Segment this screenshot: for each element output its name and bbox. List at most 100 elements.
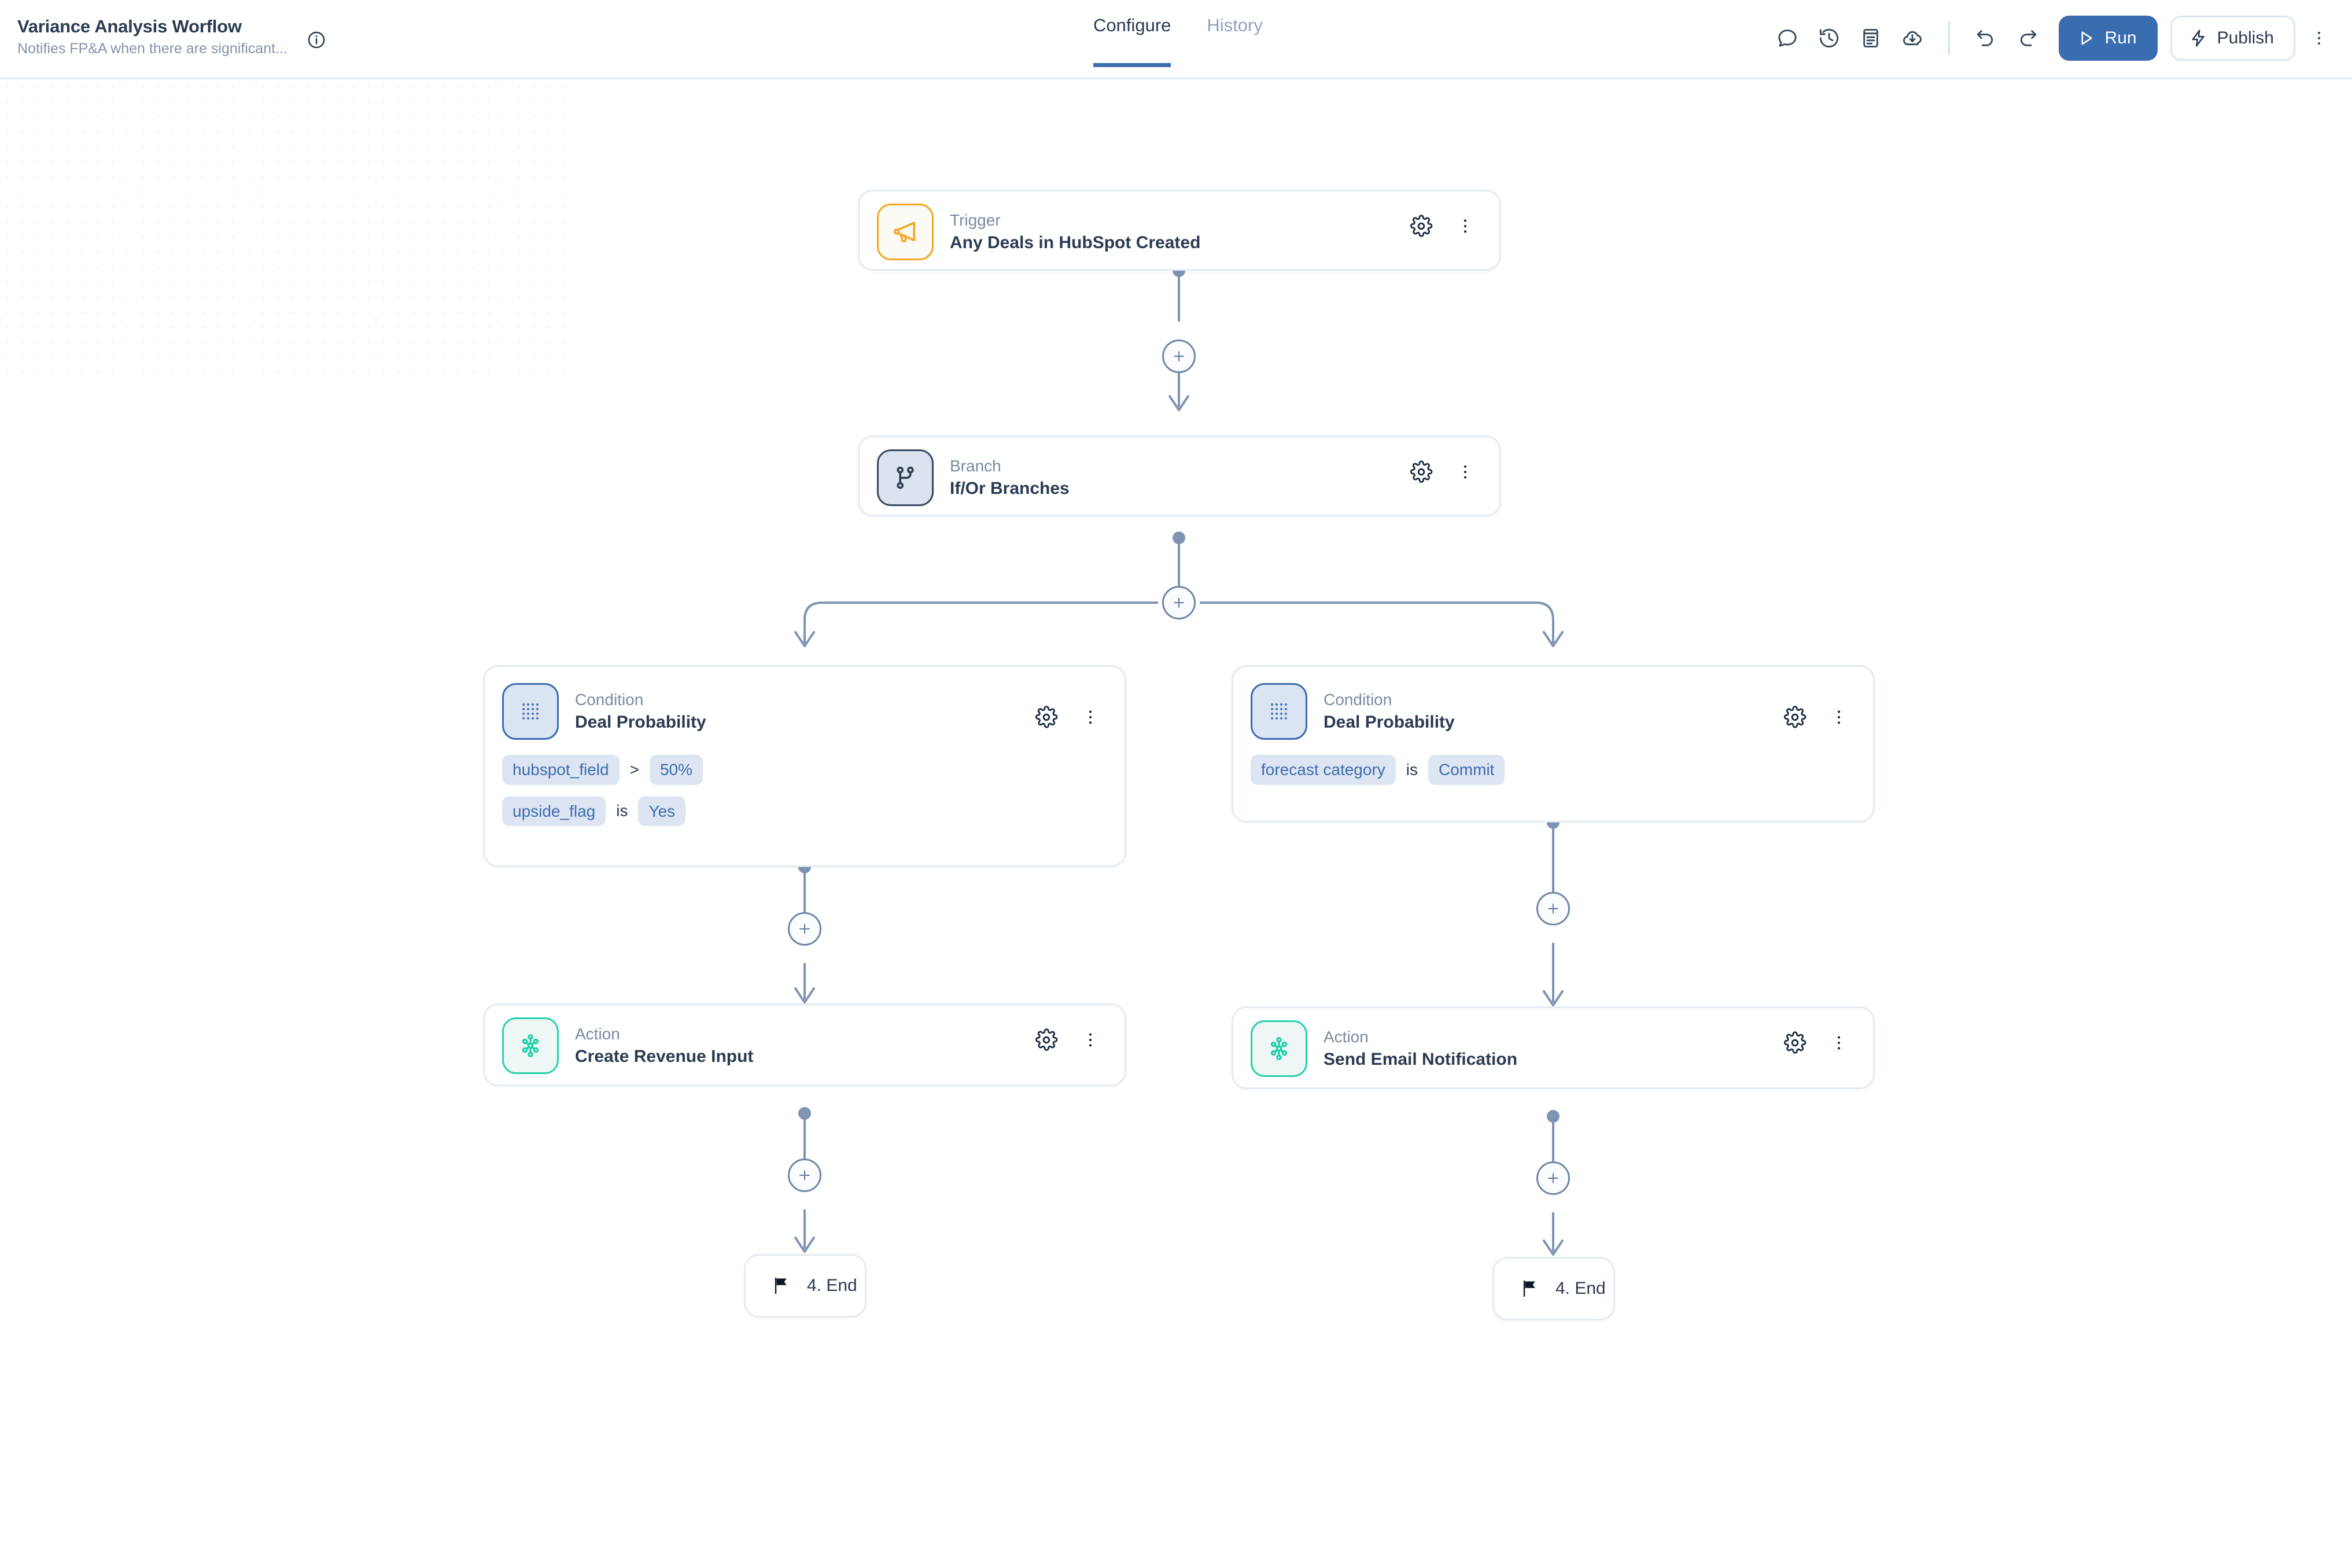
node-end-left[interactable]: 4. End	[744, 1254, 867, 1318]
condition-rule: hubspot_field > 50%	[502, 755, 1107, 785]
rule-operator: is	[616, 802, 628, 820]
tab-configure[interactable]: Configure	[1093, 15, 1171, 67]
add-step-button-trigger-branch[interactable]	[1162, 340, 1196, 373]
node-action-left-actions	[1030, 1023, 1107, 1057]
workflow-canvas[interactable]: Trigger Any Deals in HubSpot Created	[0, 79, 2352, 1568]
gear-icon[interactable]	[1404, 455, 1438, 489]
node-name-label: Any Deals in HubSpot Created	[950, 233, 1201, 253]
workflow-title-block: Variance Analysis Worflow Notifies FP&A …	[17, 16, 287, 57]
gear-icon[interactable]	[1030, 700, 1063, 734]
add-step-button-right-condition-action[interactable]	[1536, 892, 1570, 925]
dot-grid-icon	[1251, 683, 1307, 740]
node-branch-actions	[1404, 455, 1482, 489]
node-kind-label: Condition	[575, 691, 644, 709]
node-trigger[interactable]: Trigger Any Deals in HubSpot Created	[858, 190, 1501, 271]
node-condition-right[interactable]: Condition Deal Probability	[1232, 665, 1875, 822]
info-circle-icon[interactable]	[304, 27, 329, 53]
notes-icon[interactable]	[1850, 17, 1892, 59]
kebab-menu-icon[interactable]	[2301, 17, 2337, 59]
node-action-left-header: Action Create Revenue Input	[485, 1005, 1125, 1074]
node-action-right-texts: Action Send Email Notification	[1324, 1027, 1517, 1071]
connector-layer	[794, 264, 1564, 1256]
node-trigger-texts: Trigger Any Deals in HubSpot Created	[950, 210, 1200, 254]
add-step-button-left-condition-action[interactable]	[788, 912, 821, 946]
lightning-icon	[2188, 28, 2208, 48]
kebab-menu-icon[interactable]	[1074, 700, 1107, 734]
node-name-label: Deal Probability	[575, 713, 706, 732]
header-toolbar: Run Publish	[1767, 16, 2337, 61]
redo-icon[interactable]	[2007, 17, 2048, 59]
rule-field-chip[interactable]: hubspot_field	[502, 755, 620, 785]
gear-icon[interactable]	[1404, 209, 1438, 243]
toolbar-divider	[1948, 21, 1950, 55]
node-network-icon	[1251, 1020, 1307, 1077]
run-button-label: Run	[2104, 28, 2137, 47]
node-end-right[interactable]: 4. End	[1492, 1257, 1615, 1320]
node-action-right[interactable]: Action Send Email Notification	[1232, 1006, 1875, 1089]
gear-icon[interactable]	[1778, 1026, 1812, 1060]
undo-icon[interactable]	[1965, 17, 2007, 59]
node-branch[interactable]: Branch If/Or Branches	[858, 436, 1501, 516]
rule-value-chip[interactable]: Yes	[638, 796, 686, 827]
dot-grid-icon	[502, 683, 559, 740]
comment-icon[interactable]	[1767, 17, 1808, 59]
flag-icon	[770, 1275, 792, 1297]
rule-field-chip[interactable]: upside_flag	[502, 796, 606, 827]
node-branch-header: Branch If/Or Branches	[860, 437, 1499, 506]
node-network-icon	[502, 1017, 559, 1074]
node-kind-label: Action	[1324, 1028, 1369, 1046]
page-title: Variance Analysis Worflow	[17, 16, 242, 36]
node-kind-label: Condition	[1324, 691, 1392, 709]
node-kind-label: Branch	[950, 457, 1001, 475]
kebab-menu-icon[interactable]	[1074, 1023, 1107, 1057]
condition-rule: upside_flag is Yes	[502, 796, 1107, 827]
node-action-right-header: Action Send Email Notification	[1233, 1008, 1873, 1077]
play-icon	[2076, 28, 2096, 48]
condition-rules-right: forecast category is Commit	[1233, 740, 1873, 803]
node-condition-left[interactable]: Condition Deal Probability	[483, 665, 1126, 867]
node-name-label: Send Email Notification	[1324, 1050, 1518, 1069]
node-branch-texts: Branch If/Or Branches	[950, 456, 1070, 500]
cloud-download-icon[interactable]	[1892, 17, 1933, 59]
publish-button-label: Publish	[2217, 28, 2274, 47]
app-header: Variance Analysis Worflow Notifies FP&A …	[0, 0, 2352, 79]
node-kind-label: Trigger	[950, 211, 1001, 230]
gear-icon[interactable]	[1030, 1023, 1063, 1057]
condition-rules-left: hubspot_field > 50% upside_flag is Yes	[485, 740, 1125, 844]
version-history-icon[interactable]	[1808, 17, 1850, 59]
rule-operator: >	[629, 760, 639, 779]
publish-button[interactable]: Publish	[2170, 16, 2295, 61]
kebab-menu-icon[interactable]	[1448, 455, 1482, 489]
kebab-menu-icon[interactable]	[1822, 1026, 1856, 1060]
end-node-label: 4. End	[807, 1276, 857, 1295]
gear-icon[interactable]	[1778, 700, 1812, 734]
node-kind-label: Action	[575, 1025, 620, 1043]
node-trigger-actions	[1404, 209, 1482, 243]
kebab-menu-icon[interactable]	[1822, 700, 1856, 734]
rule-value-chip[interactable]: Commit	[1428, 755, 1505, 785]
megaphone-icon	[877, 204, 934, 260]
node-name-label: Create Revenue Input	[575, 1047, 754, 1067]
kebab-menu-icon[interactable]	[1448, 209, 1482, 243]
node-condition-right-header: Condition Deal Probability	[1233, 667, 1873, 740]
header-left: Variance Analysis Worflow Notifies FP&A …	[17, 16, 329, 57]
add-step-button-right-action-end[interactable]	[1536, 1161, 1570, 1195]
rule-value-chip[interactable]: 50%	[649, 755, 703, 785]
git-branch-icon	[877, 449, 934, 506]
flag-icon	[1518, 1278, 1540, 1300]
node-name-label: Deal Probability	[1324, 713, 1455, 732]
run-button[interactable]: Run	[2058, 16, 2158, 61]
add-step-button-left-action-end[interactable]	[788, 1159, 821, 1192]
node-condition-right-texts: Condition Deal Probability	[1324, 689, 1455, 733]
header-tabs: Configure History	[1093, 15, 1263, 67]
node-trigger-header: Trigger Any Deals in HubSpot Created	[860, 191, 1499, 260]
condition-rule: forecast category is Commit	[1251, 755, 1856, 785]
end-node-label: 4. End	[1555, 1279, 1606, 1298]
add-step-button-branch-split[interactable]	[1162, 586, 1196, 619]
workflow-subtitle: Notifies FP&A when there are significant…	[17, 40, 287, 57]
node-action-left[interactable]: Action Create Revenue Input	[483, 1003, 1126, 1086]
node-condition-left-texts: Condition Deal Probability	[575, 689, 706, 733]
node-name-label: If/Or Branches	[950, 479, 1070, 499]
rule-field-chip[interactable]: forecast category	[1251, 755, 1396, 785]
tab-history[interactable]: History	[1207, 15, 1263, 35]
